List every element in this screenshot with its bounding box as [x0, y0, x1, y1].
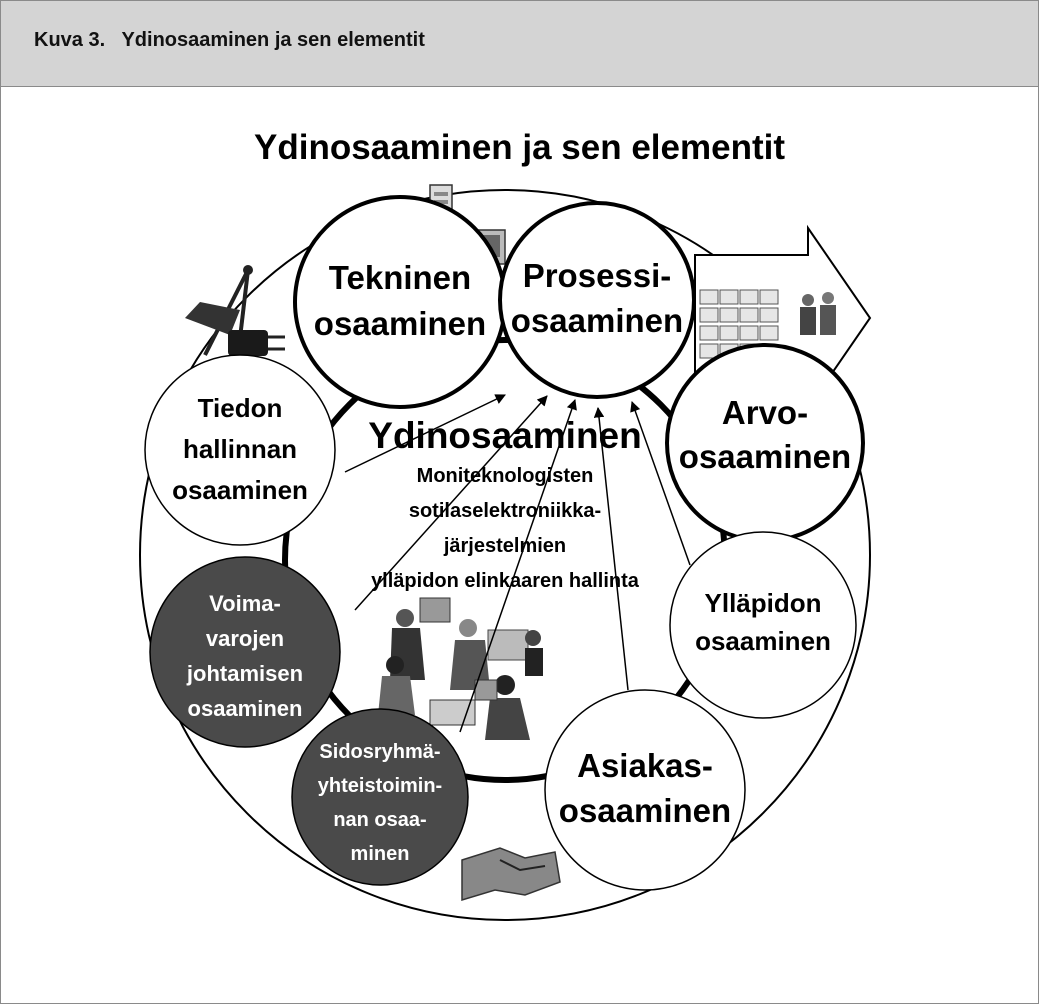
svg-text:Asiakas-: Asiakas-: [577, 747, 713, 784]
svg-text:osaaminen: osaaminen: [172, 475, 308, 505]
figure-caption: Kuva 3. Ydinosaaminen ja sen elementit: [34, 29, 425, 51]
svg-text:osaaminen: osaaminen: [314, 305, 486, 342]
svg-text:Tiedon: Tiedon: [198, 393, 283, 423]
svg-text:Arvo-: Arvo-: [722, 394, 808, 431]
svg-text:yhteistoimin-: yhteistoimin-: [318, 775, 442, 797]
svg-text:osaaminen: osaaminen: [679, 438, 851, 475]
svg-text:osaaminen: osaaminen: [511, 302, 683, 339]
people-office-icon: [378, 597, 550, 740]
svg-text:johtamisen: johtamisen: [186, 661, 303, 686]
core-line-2: sotilaselektroniikka-: [409, 500, 601, 522]
svg-text:Prosessi-: Prosessi-: [523, 257, 672, 294]
node-arvo: Arvo- osaaminen: [665, 343, 865, 543]
node-voimavarojen: Voima- varojen johtamisen osaaminen: [149, 556, 341, 748]
node-yllapidon: Ylläpidon osaaminen: [669, 531, 857, 719]
node-tiedon: Tiedon hallinnan osaaminen: [144, 354, 336, 546]
svg-text:nan osaa-: nan osaa-: [333, 809, 426, 831]
arrows: [344, 394, 691, 733]
svg-text:varojen: varojen: [206, 626, 284, 651]
node-tekninen: Tekninen osaaminen: [293, 195, 507, 409]
svg-text:Voima-: Voima-: [209, 591, 281, 616]
node-asiakas: Asiakas- osaaminen: [544, 689, 746, 891]
svg-text:osaaminen: osaaminen: [695, 626, 831, 656]
svg-text:osaaminen: osaaminen: [559, 792, 731, 829]
core-line-3: järjestelmien: [443, 535, 566, 557]
core-title: Ydinosaaminen: [368, 415, 641, 456]
svg-text:minen: minen: [351, 843, 410, 865]
svg-text:Ylläpidon: Ylläpidon: [705, 588, 822, 618]
node-sidosryhma: Sidosryhmä- yhteistoimin- nan osaa- mine…: [291, 708, 469, 886]
figure-header: Kuva 3. Ydinosaaminen ja sen elementit: [1, 1, 1038, 87]
compass-plug-icon: [185, 265, 285, 356]
svg-text:Tekninen: Tekninen: [329, 259, 471, 296]
svg-text:hallinnan: hallinnan: [183, 434, 297, 464]
svg-text:Sidosryhmä-: Sidosryhmä-: [319, 741, 440, 763]
handshake-icon: [461, 847, 561, 902]
svg-text:osaaminen: osaaminen: [188, 696, 303, 721]
core-line-4: ylläpidon elinkaaren hallinta: [371, 570, 640, 592]
core-line-1: Moniteknologisten: [417, 465, 594, 487]
node-prosessi: Prosessi- osaaminen: [498, 201, 696, 399]
diagram-title: Ydinosaaminen ja sen elementit: [254, 128, 785, 167]
